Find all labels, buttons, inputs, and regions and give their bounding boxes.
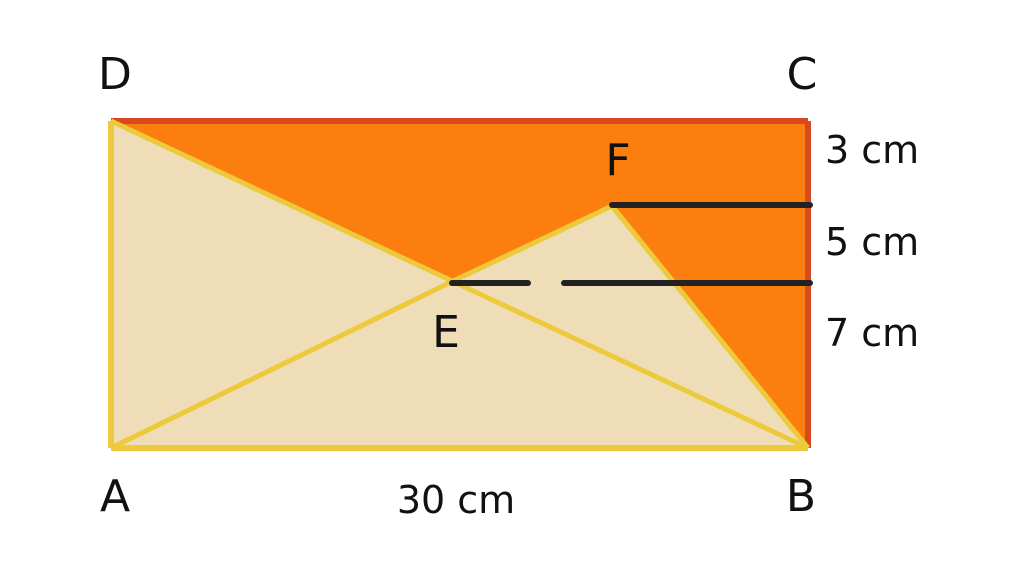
label-f: F [605,135,630,186]
label-c: C [787,49,818,100]
dimension-right-bottom: 7 cm [825,311,919,355]
label-d: D [98,49,132,100]
label-b: B [786,471,816,522]
segment-fb [610,204,810,450]
dimension-bottom: 30 cm [397,478,515,522]
segment-ae [109,279,453,451]
segment-ef [449,203,614,285]
dimension-right-top: 3 cm [825,128,919,172]
dimension-right-middle: 5 cm [825,220,919,264]
label-e: E [432,307,460,358]
label-a: A [100,471,130,522]
